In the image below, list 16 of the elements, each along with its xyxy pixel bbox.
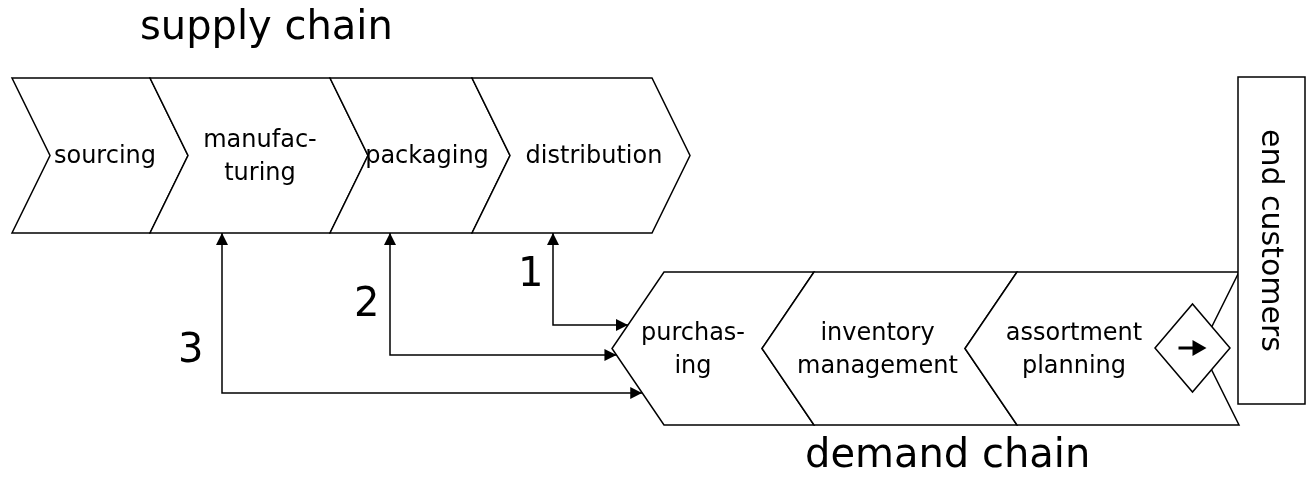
chevron-shape	[12, 78, 188, 233]
node-label: end customers	[1253, 129, 1291, 352]
connector-arrow	[216, 232, 643, 399]
node-label: assortment planning	[1004, 317, 1144, 381]
section-heading: demand chain	[805, 430, 1091, 476]
node-label: distribution	[525, 140, 663, 172]
connector-arrow	[384, 232, 618, 361]
node-label: purchas- ing	[639, 317, 747, 381]
node-label: sourcing	[53, 140, 156, 172]
connector-arrow	[547, 232, 629, 331]
section-heading: supply chain	[140, 2, 393, 48]
rectangle	[1238, 77, 1305, 404]
node-label: manufac- turing	[202, 124, 318, 188]
node-label: inventory management	[796, 317, 959, 381]
chevron-shape	[330, 78, 510, 233]
node-label: packaging	[365, 140, 489, 172]
